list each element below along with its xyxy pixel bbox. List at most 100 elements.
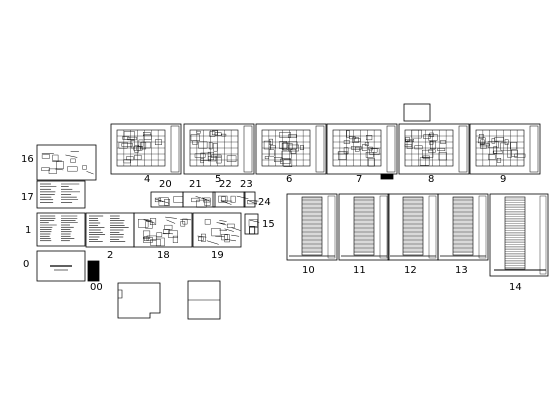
room-block: [480, 144, 487, 149]
room-block: [282, 142, 288, 151]
sheet-number-2: 2: [107, 250, 114, 261]
room-block: [200, 158, 204, 164]
room-block: [118, 142, 128, 149]
detail-sketch: [211, 228, 221, 237]
detail-sketch: [164, 224, 173, 230]
detail-sketch: [230, 195, 236, 203]
room-block: [121, 143, 133, 147]
room-block: [479, 134, 484, 139]
room-block: [419, 157, 430, 166]
sheet-16: [36, 144, 97, 181]
drawing-line: [54, 168, 64, 171]
detail-sketch: [48, 168, 57, 174]
detail-sketch: [67, 166, 78, 172]
title-block: [386, 125, 396, 173]
room-block: [200, 152, 211, 162]
north-arrow-block: [380, 173, 394, 180]
room-block: [343, 147, 349, 155]
sheet-20: [150, 191, 184, 208]
room-block: [221, 133, 227, 137]
detail-sketch: [143, 230, 151, 239]
detail-sketch: [173, 196, 183, 203]
detail-sketch: [70, 158, 76, 163]
site-outline: [117, 282, 161, 319]
drawing-line: [236, 195, 249, 199]
drawing-line: [197, 235, 207, 238]
detail-sketch: [172, 235, 178, 243]
room-block: [194, 153, 206, 158]
site-outline-notch: [118, 289, 123, 299]
room-block: [143, 134, 152, 140]
detail-sketch: [204, 199, 211, 206]
sheet-number-22: 22: [219, 179, 232, 190]
room-block: [346, 130, 350, 138]
title-block: [428, 195, 437, 259]
room-block: [405, 139, 414, 142]
drawing-line: [231, 227, 241, 231]
room-block: [216, 155, 222, 164]
sheet-number-5: 5: [215, 174, 222, 185]
detail-sketch: [150, 239, 161, 246]
detail-sketch: [180, 221, 186, 227]
room-block: [492, 150, 503, 154]
sheet-13: [437, 193, 489, 261]
room-block: [368, 158, 375, 167]
sheet-5: [183, 123, 255, 175]
sheet-17: [36, 180, 86, 209]
room-block: [283, 159, 293, 167]
room-block: [365, 152, 374, 158]
room-block: [214, 132, 222, 136]
sheet-15: [244, 213, 259, 235]
drawing-line: [249, 219, 260, 223]
sheet-number-18: 18: [157, 250, 170, 261]
drawing-line: [219, 220, 227, 222]
room-block: [211, 154, 222, 158]
detail-sketch: [82, 165, 87, 170]
room-block: [493, 146, 498, 154]
room-block: [423, 134, 431, 139]
room-block: [488, 154, 496, 160]
room-block: [487, 141, 499, 148]
sheet-23: [243, 191, 256, 208]
room-block: [263, 140, 272, 150]
room-block: [405, 137, 410, 142]
sheet-6: [255, 123, 327, 175]
room-block: [494, 137, 505, 142]
room-block: [500, 142, 508, 151]
title-block: [327, 195, 336, 259]
sheet-number-8: 8: [428, 174, 435, 185]
room-block: [130, 140, 135, 149]
detail-sketch: [249, 226, 256, 235]
sheet-number-23: 23: [240, 179, 253, 190]
room-block: [207, 151, 214, 160]
room-block: [196, 130, 201, 134]
room-block: [428, 149, 436, 153]
room-block: [404, 144, 412, 147]
room-block: [198, 141, 208, 149]
room-block: [143, 132, 151, 136]
room-block: [437, 148, 446, 151]
sheet-22: [212, 191, 246, 208]
sheet-number-24: 24: [258, 197, 271, 208]
room-block: [362, 144, 368, 151]
detail-sketch: [154, 197, 161, 203]
room-block: [364, 142, 369, 146]
room-block: [190, 134, 200, 142]
room-block: [281, 143, 293, 150]
room-block: [430, 140, 436, 150]
drawing-line: [224, 228, 234, 232]
room-block: [300, 145, 304, 150]
sheet-number-14: 14: [509, 282, 522, 293]
room-block: [414, 145, 423, 150]
sheet-1: [36, 212, 86, 247]
room-block: [269, 149, 275, 157]
sheet-number-19: 19: [211, 250, 224, 261]
room-block: [422, 149, 434, 158]
drawing-line: [143, 219, 153, 222]
room-block: [514, 153, 526, 158]
room-block: [288, 144, 299, 152]
room-block: [440, 140, 446, 144]
drawing-line: [157, 199, 170, 204]
drawing-line: [215, 235, 225, 238]
drawing-line: [162, 232, 174, 235]
